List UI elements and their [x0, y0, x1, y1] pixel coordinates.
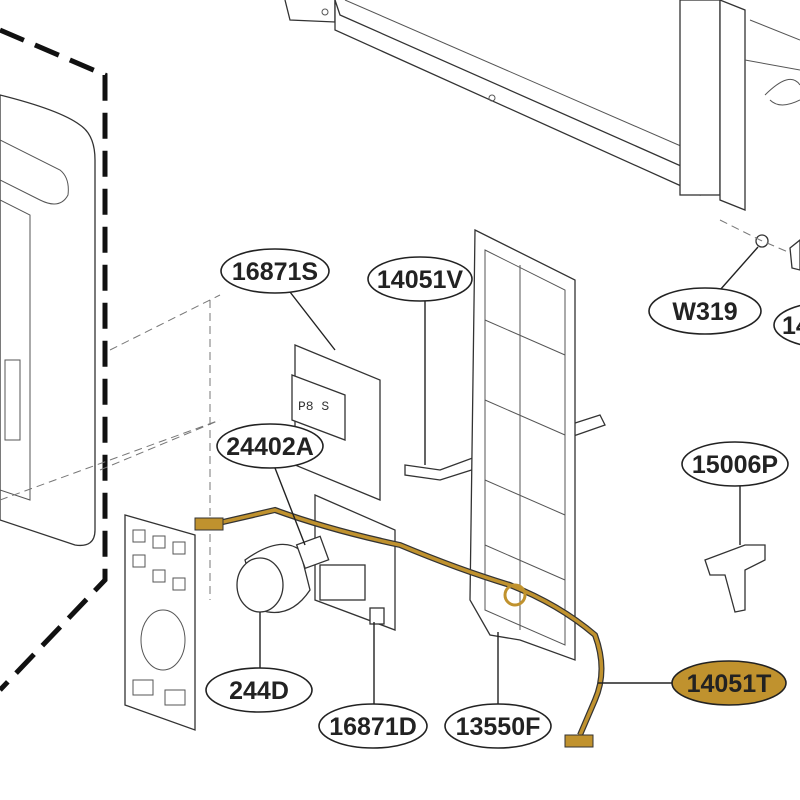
callout-16871s[interactable]: 16871S	[220, 248, 330, 294]
top-frame	[284, 0, 800, 211]
callout-label: 244D	[229, 677, 289, 705]
callout-label: 24402A	[226, 433, 314, 461]
display-board-16871s: P8 S	[291, 344, 381, 501]
callout-label: 14051V	[377, 266, 464, 294]
callout-15006p[interactable]: 15006P	[681, 441, 789, 487]
wire-harness-14051t	[194, 506, 605, 748]
callout-13550f[interactable]: 13550F	[444, 703, 552, 749]
mounting-plate	[124, 514, 196, 731]
control-board-16871d	[314, 494, 396, 631]
callout-label: 13550F	[456, 713, 541, 741]
callout-w319[interactable]: W319	[648, 287, 762, 335]
callout-label: 14051T	[687, 670, 772, 698]
callout-14051v[interactable]: 14051V	[367, 256, 473, 302]
callout-16871d[interactable]: 16871D	[318, 703, 428, 749]
callout-cut-off[interactable]: 14	[773, 302, 800, 348]
callout-label: 14	[782, 312, 800, 340]
callout-244d[interactable]: 244D	[205, 667, 313, 713]
callout-label: 15006P	[692, 451, 778, 479]
knob-244d	[236, 535, 330, 614]
callout-14051t-highlighted[interactable]: 14051T	[671, 660, 787, 706]
bracket-13550f	[469, 228, 576, 661]
svg-text:P8 S: P8 S	[298, 399, 329, 414]
callout-label: 16871D	[329, 713, 417, 741]
sensor-15006p	[704, 544, 766, 613]
callout-24402a[interactable]: 24402A	[216, 423, 324, 469]
door-panel	[0, 94, 96, 547]
callout-label: 16871S	[232, 258, 318, 286]
assembly-boundary	[0, 27, 108, 692]
callout-label: W319	[672, 298, 737, 326]
